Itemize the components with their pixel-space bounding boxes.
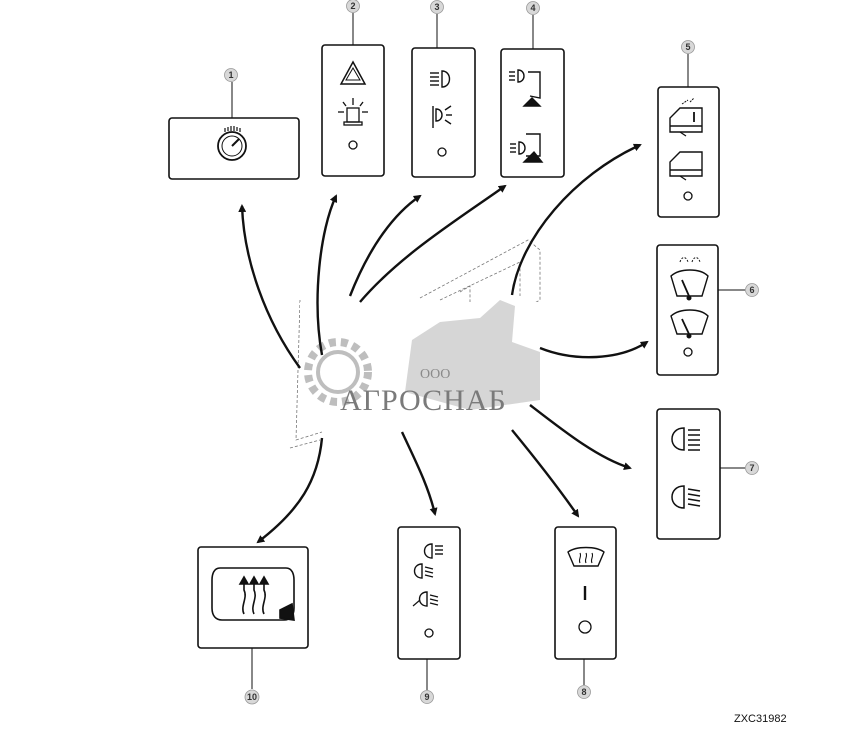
tachometer-icon xyxy=(217,126,247,161)
watermark-line2: АГРОСНАБ xyxy=(340,384,507,417)
arrow-to-panel-7 xyxy=(529,404,632,471)
callout-2: 2 xyxy=(350,1,355,11)
arrow-to-panel-6 xyxy=(539,340,649,359)
combine-harvester-icon xyxy=(405,300,540,410)
cab-door-icon xyxy=(669,151,703,181)
indicator-lamp-icon xyxy=(424,628,434,638)
arrow-to-panel-1 xyxy=(238,204,301,369)
callout-5: 5 xyxy=(685,42,690,52)
drawing-code: ZXC31982 xyxy=(734,713,787,725)
indicator-lamp-icon xyxy=(683,347,693,357)
cab-door-light-icon xyxy=(669,97,703,137)
work-light-icon xyxy=(432,105,452,128)
panel-9 xyxy=(397,526,461,660)
callout-4: 4 xyxy=(530,3,535,13)
cab-outline-sketch xyxy=(289,239,541,449)
cab-floor-light-icon xyxy=(510,133,544,163)
callout-6: 6 xyxy=(749,285,754,295)
watermark-line1: ООО xyxy=(420,367,450,382)
field-lights-icon xyxy=(413,543,443,579)
panel-8 xyxy=(554,526,617,660)
wiper-icon xyxy=(670,309,709,339)
road-lights-icon xyxy=(412,591,439,607)
cab-roof-light-icon xyxy=(509,69,542,107)
headlight-icon xyxy=(430,70,451,88)
indicator-lamp-icon xyxy=(437,147,447,157)
windshield-defrost-icon xyxy=(567,546,605,567)
panel-7 xyxy=(656,408,721,540)
callout-1: 1 xyxy=(228,70,233,80)
arrow-to-panel-4 xyxy=(359,184,507,303)
panel-10 xyxy=(197,546,309,649)
hazard-triangle-icon xyxy=(339,60,367,85)
panel-1 xyxy=(168,117,300,180)
panel-6 xyxy=(656,244,719,376)
callout-10: 10 xyxy=(247,692,257,702)
beacon-light-icon xyxy=(338,98,368,126)
arrow-to-panel-2 xyxy=(316,194,338,356)
arrow-to-panel-5 xyxy=(510,143,642,296)
arrow-to-panel-10 xyxy=(256,437,324,544)
panel-5 xyxy=(657,86,720,218)
arrow-to-panel-3 xyxy=(348,194,422,297)
indicator-lamp-icon xyxy=(348,140,358,150)
callout-3: 3 xyxy=(434,2,439,12)
indicator-lamp-icon xyxy=(578,620,592,634)
rear-window-heat-icon xyxy=(211,567,295,621)
arrow-to-panel-8 xyxy=(511,429,580,518)
panel-4 xyxy=(500,48,565,178)
low-beam-icon xyxy=(671,485,701,509)
gear-icon xyxy=(304,338,372,406)
callout-7: 7 xyxy=(749,463,754,473)
connector-arrows xyxy=(238,143,649,544)
watermark-logo: ООО АГРОСНАБ xyxy=(300,300,540,428)
indicator-lamp-icon xyxy=(683,191,693,201)
high-beam-icon xyxy=(671,427,700,451)
washer-wiper-icon xyxy=(670,257,709,301)
callout-8: 8 xyxy=(581,687,586,697)
panel-2 xyxy=(321,44,385,177)
callouts: 1 2 3 4 5 6 7 8 9 10 xyxy=(224,0,759,705)
callout-9: 9 xyxy=(424,692,429,702)
panel-3 xyxy=(411,47,476,178)
arrow-to-panel-9 xyxy=(400,431,438,516)
